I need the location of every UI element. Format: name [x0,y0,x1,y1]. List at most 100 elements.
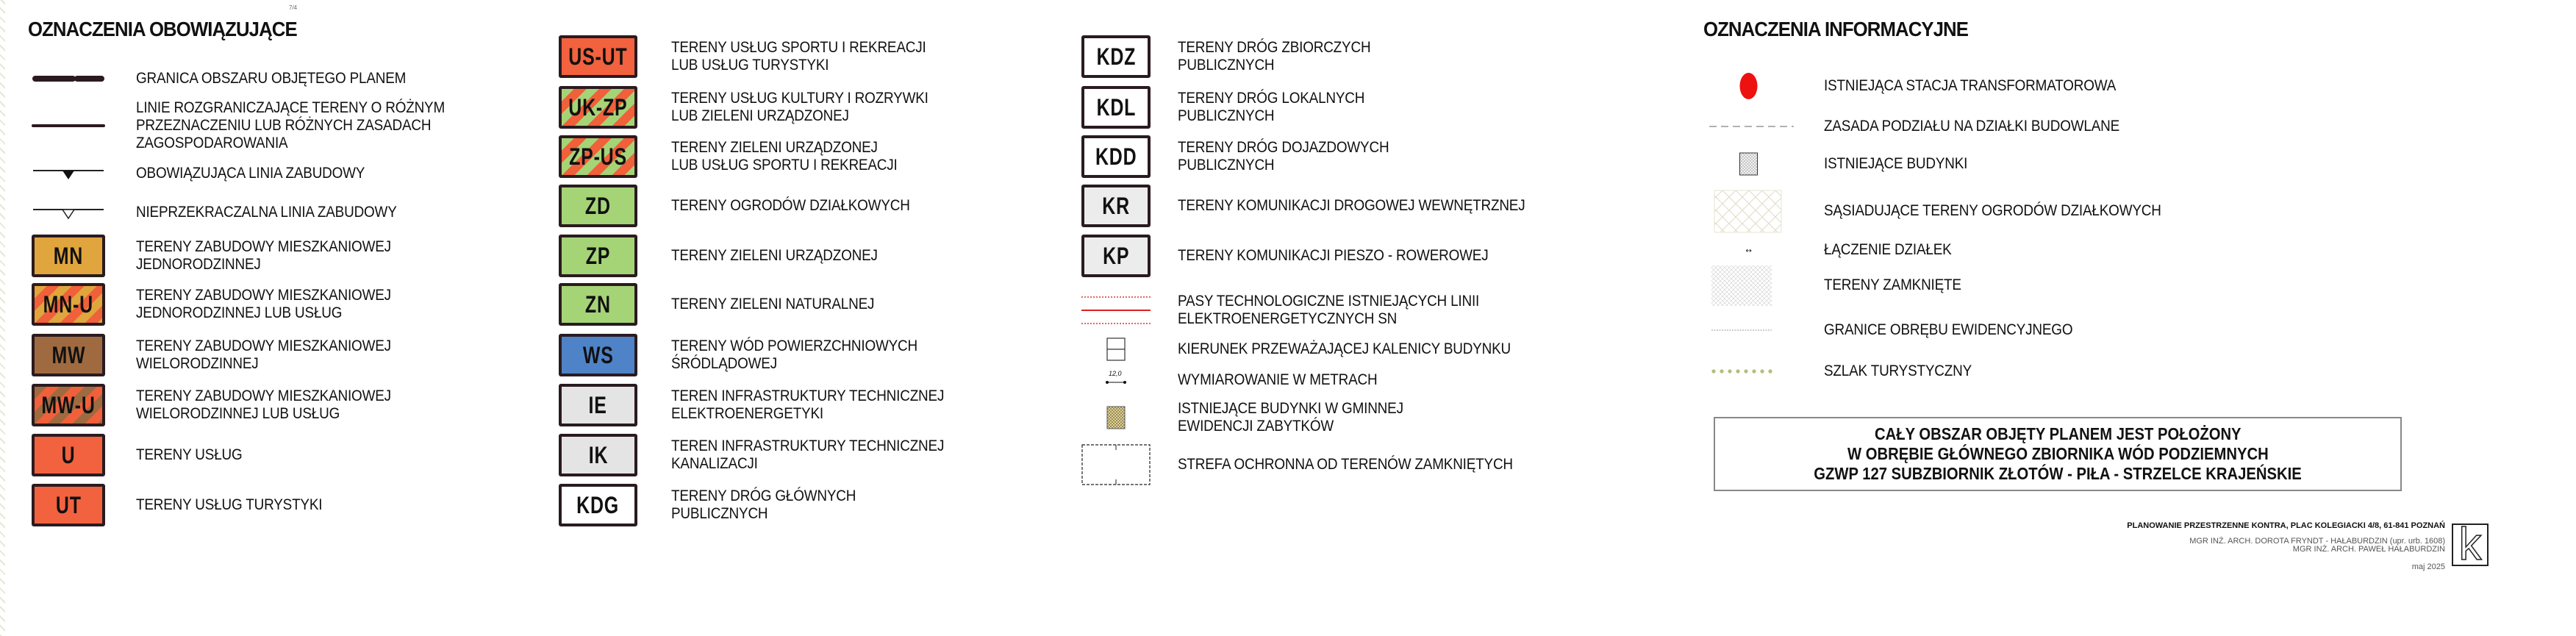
legend-label: TERENY DRÓG DOJAZDOWYCH PUBLICZNYCH [1178,139,1389,174]
author-1: MGR INŻ. ARCH. DOROTA FRYNDT - HAŁABURDZ… [2189,537,2445,546]
merge-arrow-icon: ↔ [1746,247,1752,255]
land-use-code: WS [582,341,614,368]
notice-line: CAŁY OBSZAR OBJĘTY PLANEM JEST POŁOŻONY [1874,424,2242,443]
company-name: PLANOWANIE PRZESTRZENNE KONTRA, PLAC KOL… [2127,521,2445,530]
thick-dashed-line-icon [32,76,104,82]
grey-dashed-line-icon [1711,329,1772,331]
legend-label: SZLAK TURYSTYCZNY [1824,362,1972,379]
corner-mark: 7/4 [289,4,298,11]
land-use-box-zp-us: ZP-US [559,135,637,178]
legend-label: TERENY ZAMKNIĘTE [1824,276,1961,293]
red-dot-icon [1739,73,1758,99]
land-use-box-uk-zp: UK-ZP [559,86,637,129]
land-use-box-zd: ZD [559,185,637,227]
legend-label: TERENY ZIELENI NATURALNEJ [671,296,875,312]
legend-label: TERENY ZABUDOWY MIESZKANIOWEJ JEDNORODZI… [136,238,391,273]
land-use-code: U [61,441,76,468]
land-use-box-ik: IK [559,434,637,476]
dotted-trail-icon [1711,369,1772,374]
legend-label: PASY TECHNOLOGICZNE ISTNIEJĄCYCH LINII E… [1178,293,1480,327]
land-use-box-ut: UT [32,484,105,526]
legend-label: TERENY KOMUNIKACJI PIESZO - ROWEROWEJ [1178,247,1489,264]
legend-label: TERENY ZABUDOWY MIESZKANIOWEJ WIELORODZI… [136,387,391,422]
land-use-box-kdd: KDD [1081,135,1151,178]
dashed-zone-icon [1081,444,1151,485]
notice-line: W OBRĘBIE GŁÓWNEGO ZBIORNIKA WÓD PODZIEM… [1847,444,2269,463]
land-use-box-kdz: KDZ [1081,35,1151,78]
legend-label: LINIE ROZGRANICZAJĄCE TERENY O RÓŻNYM PR… [136,99,446,151]
legend-label: TERENY DRÓG LOKALNYCH PUBLICZNYCH [1178,90,1365,124]
author-2: MGR INŻ. ARCH. PAWEŁ HAŁABURDZIN [2292,545,2445,554]
legend-label: TERENY WÓD POWIERZCHNIOWYCH ŚRÓDLĄDOWEJ [671,337,917,372]
legend-label: GRANICE OBRĘBU EWIDENCYJNEGO [1824,321,2073,338]
land-use-code: ZD [585,192,611,219]
land-use-box-us-ut: US-UT [559,35,637,78]
line-open-triangle-icon [33,209,104,220]
land-use-code: KR [1102,192,1130,219]
legend-label: TERENY ZIELENI URZĄDZONEJ [671,247,878,264]
legend-label: TERENY OGRODÓW DZIAŁKOWYCH [671,197,910,214]
land-use-box-mn-u: MN-U [32,283,105,326]
hatched-edge-strip [0,0,5,636]
land-use-box-ws: WS [559,334,637,376]
legend-label: TERENY DRÓG GŁÓWNYCH PUBLICZNYCH [671,487,856,522]
company-logo: k [2452,524,2489,566]
heritage-hatch-icon [1106,406,1126,429]
land-use-box-u: U [32,434,105,476]
legend-label: ISTNIEJĄCE BUDYNKI [1824,155,1968,172]
land-use-box-zn: ZN [559,283,637,326]
land-use-code: MW-U [41,391,96,418]
ridge-box-icon [1106,337,1126,361]
legend-label: TEREN INFRASTRUKTURY TECHNICZNEJ KANALIZ… [671,437,945,472]
land-use-code: KDD [1095,143,1137,170]
dimension-icon [1106,381,1126,384]
land-use-box-mw-u: MW-U [32,384,105,426]
legend-label: KIERUNEK PRZEWAŻAJĄCEJ KALENICY BUDYNKU [1178,340,1511,357]
land-use-box-kdl: KDL [1081,86,1151,129]
land-use-box-kdg: KDG [559,484,637,526]
legend-label: WYMIAROWANIE W METRACH [1178,371,1378,388]
land-use-code: MN-U [43,290,94,318]
legend-label: TERENY KOMUNIKACJI DROGOWEJ WEWNĘTRZNEJ [1178,197,1525,214]
land-use-code: ZP [585,242,611,269]
legend-label: TERENY USŁUG [136,446,243,463]
long-dash-line-icon [1709,126,1794,127]
legend-label: NIEPRZEKRACZALNA LINIA ZABUDOWY [136,204,397,221]
date: maj 2025 [2411,562,2445,571]
logo-letter: k [2458,524,2483,566]
legend-label: ISTNIEJĄCA STACJA TRANSFORMATOROWA [1824,77,2117,94]
legend-label: STREFA OCHRONNA OD TERENÓW ZAMKNIĘTYCH [1178,456,1513,473]
notice-line: GZWP 127 SUBZBIORNIK ZŁOTÓW - PIŁA - STR… [1814,464,2302,483]
land-use-code: KDZ [1096,43,1136,70]
legend-label: TERENY ZABUDOWY MIESZKANIOWEJ JEDNORODZI… [136,287,391,321]
land-use-code: MW [51,341,85,368]
land-use-box-kp: KP [1081,235,1151,277]
mandatory-title: OZNACZENIA OBOWIĄZUJĄCE [28,18,298,40]
svg-text:↔: ↔ [1746,247,1752,255]
legend-label: TERENY ZIELENI URZĄDZONEJ LUB USŁUG SPOR… [671,139,898,174]
land-use-code: KDL [1096,93,1136,121]
land-use-box-mw: MW [32,334,105,376]
legend-label: TERENY ZABUDOWY MIESZKANIOWEJ WIELORODZI… [136,337,391,372]
land-use-code: ZP-US [569,143,627,170]
land-use-code: US-UT [568,43,628,70]
legend-label: ZASADA PODZIAŁU NA DZIAŁKI BUDOWLANE [1824,118,2120,135]
land-use-code: KDG [576,491,620,518]
legend-label: GRANICA OBSZARU OBJĘTEGO PLANEM [136,70,407,87]
legend-label: TERENY DRÓG ZBIORCZYCH PUBLICZNYCH [1178,39,1371,74]
legend-label: TERENY USŁUG TURYSTYKI [136,496,323,513]
red-power-lines-icon [1081,296,1151,324]
land-use-code: ZN [585,290,611,318]
legend-label: SĄSIADUJĄCE TERENY OGRODÓW DZIAŁKOWYCH [1824,202,2161,219]
land-use-box-zp: ZP [559,235,637,277]
informational-title: OZNACZENIA INFORMACYJNE [1703,18,1969,40]
legend-label: ŁĄCZENIE DZIAŁEK [1824,241,1952,258]
closed-hatch-icon [1711,265,1772,306]
groundwater-notice: CAŁY OBSZAR OBJĘTY PLANEM JEST POŁOŻONY … [1714,417,2402,491]
line-filled-triangle-icon [33,170,104,179]
legend-label: TERENY USŁUG KULTURY I ROZRYWKI LUB ZIEL… [671,90,929,124]
land-use-code: IK [588,441,608,468]
land-use-code: UT [55,491,82,518]
land-use-box-kr: KR [1081,185,1151,227]
land-use-code: MN [53,242,84,269]
